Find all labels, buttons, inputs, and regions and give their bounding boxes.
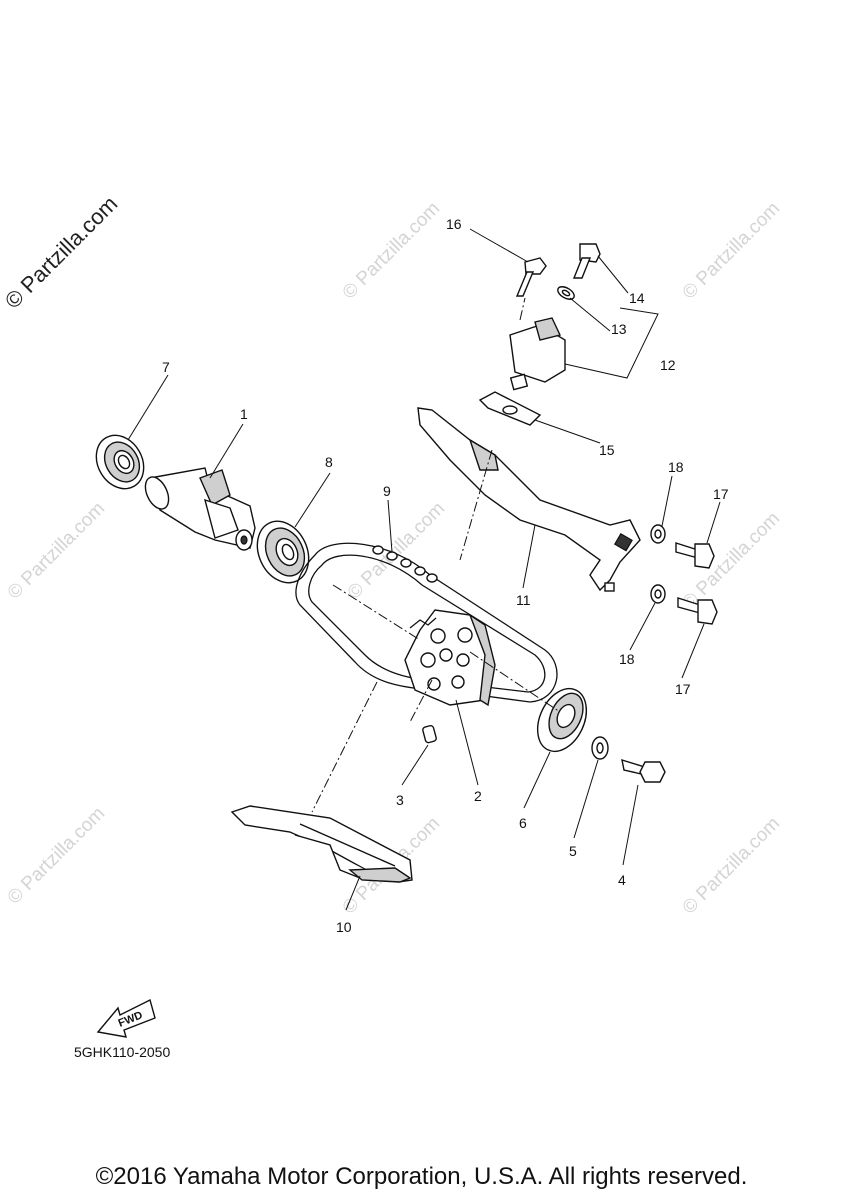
- callout-label: 2: [474, 788, 482, 804]
- bolt-17-lower-drawing: [677, 597, 718, 625]
- callout-label: 8: [325, 454, 333, 470]
- callout-label: 6: [519, 815, 527, 831]
- chain-links: [372, 545, 438, 583]
- callout-label: 17: [713, 486, 729, 502]
- sprocket-plate-6-drawing: [536, 687, 588, 753]
- bearing-7-drawing: [95, 434, 145, 490]
- watermark: © Partzilla.com: [4, 803, 109, 908]
- bolt-16-drawing: [515, 257, 547, 297]
- gasket-13-drawing: [557, 286, 575, 300]
- watermark: © Partzilla.com: [344, 498, 449, 603]
- fwd-arrow-icon: FWD: [96, 998, 156, 1038]
- callout-label: 14: [629, 290, 645, 306]
- callout-label: 18: [668, 459, 684, 475]
- bolt-14-drawing: [572, 243, 601, 279]
- cam-sprocket-2-drawing: [404, 609, 496, 707]
- watermark: © Partzilla.com: [679, 198, 784, 303]
- callout-label: 10: [336, 919, 352, 935]
- tensioner-gasket-15-drawing: [478, 391, 542, 426]
- callout-label: 7: [162, 359, 170, 375]
- washer-18-lower-drawing: [650, 584, 666, 604]
- callout-label: 4: [618, 872, 626, 888]
- callout-labels: 7 1 8 9 2 3 4 5 6 10 11 15 13 14 12 16 1…: [162, 216, 729, 935]
- watermark: © Partzilla.com: [4, 498, 109, 603]
- callout-label: 3: [396, 792, 404, 808]
- callout-label: 17: [675, 681, 691, 697]
- copyright-notice: ©2016 Yamaha Motor Corporation, U.S.A. A…: [95, 1163, 748, 1190]
- bearing-8-drawing: [256, 520, 310, 584]
- washer-18-upper-drawing: [650, 524, 666, 544]
- callout-label: 11: [516, 592, 531, 608]
- callout-label: 15: [599, 442, 615, 458]
- callout-label: 18: [619, 651, 635, 667]
- diagram-code: 5GHK110-2050: [74, 1044, 171, 1060]
- bolt-4-drawing: [621, 758, 666, 783]
- leader-lines: [127, 228, 721, 911]
- watermark: © Partzilla.com: [679, 813, 784, 918]
- callout-label: 5: [569, 843, 577, 859]
- callout-label: 13: [611, 321, 627, 337]
- tensioner-guide-11-drawing: [417, 407, 641, 592]
- dowel-pin-3-drawing: [422, 724, 437, 744]
- washer-5-drawing: [591, 736, 609, 760]
- tensioner-assembly-12-drawing: [509, 317, 566, 391]
- camshaft-1-drawing: [144, 467, 256, 551]
- watermark: © Partzilla.com: [339, 198, 444, 303]
- centerlines: [311, 297, 561, 813]
- callout-label: 12: [660, 357, 676, 373]
- callout-label: 1: [240, 406, 248, 422]
- chain-guide-10-drawing: [230, 805, 413, 883]
- partzilla-watermark: © Partzilla.com: [0, 191, 122, 314]
- callout-label: 16: [446, 216, 462, 232]
- bolt-17-upper-drawing: [675, 542, 715, 569]
- cam-chain-9-drawing: [295, 542, 558, 703]
- callout-label: 9: [383, 483, 391, 499]
